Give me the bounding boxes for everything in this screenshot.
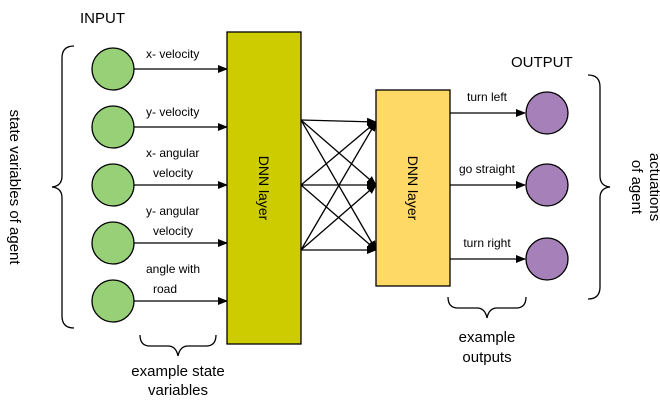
state-vars-caption-line1: example state: [131, 363, 224, 380]
output-node: [525, 91, 569, 135]
state-vars-caption-line2: variables: [148, 382, 208, 399]
input-heading: INPUT: [80, 10, 125, 27]
output-heading: OUTPUT: [511, 54, 573, 71]
input-node: [91, 47, 135, 91]
hidden-edge: [300, 121, 377, 251]
dnn-layer-1-label: DNN layer: [256, 156, 272, 221]
input-label: y- velocity: [146, 105, 199, 119]
outputs-caption-line2: outputs: [462, 349, 511, 366]
input-nodes: x- velocity y- velocity x- angular velocity…: [91, 47, 200, 323]
state-vars-brace: [139, 334, 217, 357]
output-node: [525, 163, 569, 207]
edges: [134, 65, 526, 305]
input-label-line: velocity: [153, 166, 193, 180]
outputs-caption-line1: example: [459, 329, 516, 346]
dnn-layer-1: [226, 31, 302, 345]
right-side-label-line1: actuations: [646, 153, 660, 221]
left-side-label: state variables of agent: [6, 109, 23, 265]
right-brace: [587, 74, 611, 300]
hidden-edge: [300, 121, 377, 186]
hidden-edge: [300, 119, 377, 186]
outputs-brace: [447, 296, 527, 319]
hidden-edge: [300, 184, 377, 251]
input-node: [91, 105, 135, 149]
output-label: turn left: [467, 90, 508, 104]
input-label-line: road: [153, 282, 177, 296]
input-node: [91, 163, 135, 207]
input-label-line: y- angular: [146, 204, 199, 218]
left-brace: [51, 45, 75, 329]
output-label: turn right: [463, 236, 511, 250]
dnn-layer-2: [375, 89, 451, 287]
right-side-label-line2: of agent: [628, 160, 645, 215]
input-node: [91, 279, 135, 323]
input-label-line: x- angular: [146, 146, 199, 160]
layers: DNN layer DNN layer: [226, 31, 451, 345]
input-label: x- velocity: [146, 47, 199, 61]
hidden-edge: [300, 117, 377, 126]
dnn-layer-2-label: DNN layer: [405, 156, 421, 221]
input-label-line: velocity: [153, 224, 193, 238]
output-nodes: turn left go straight turn right: [459, 90, 569, 281]
input-node: [91, 221, 135, 265]
output-node: [525, 237, 569, 281]
input-label-line: angle with: [146, 262, 200, 276]
output-label: go straight: [459, 162, 516, 176]
